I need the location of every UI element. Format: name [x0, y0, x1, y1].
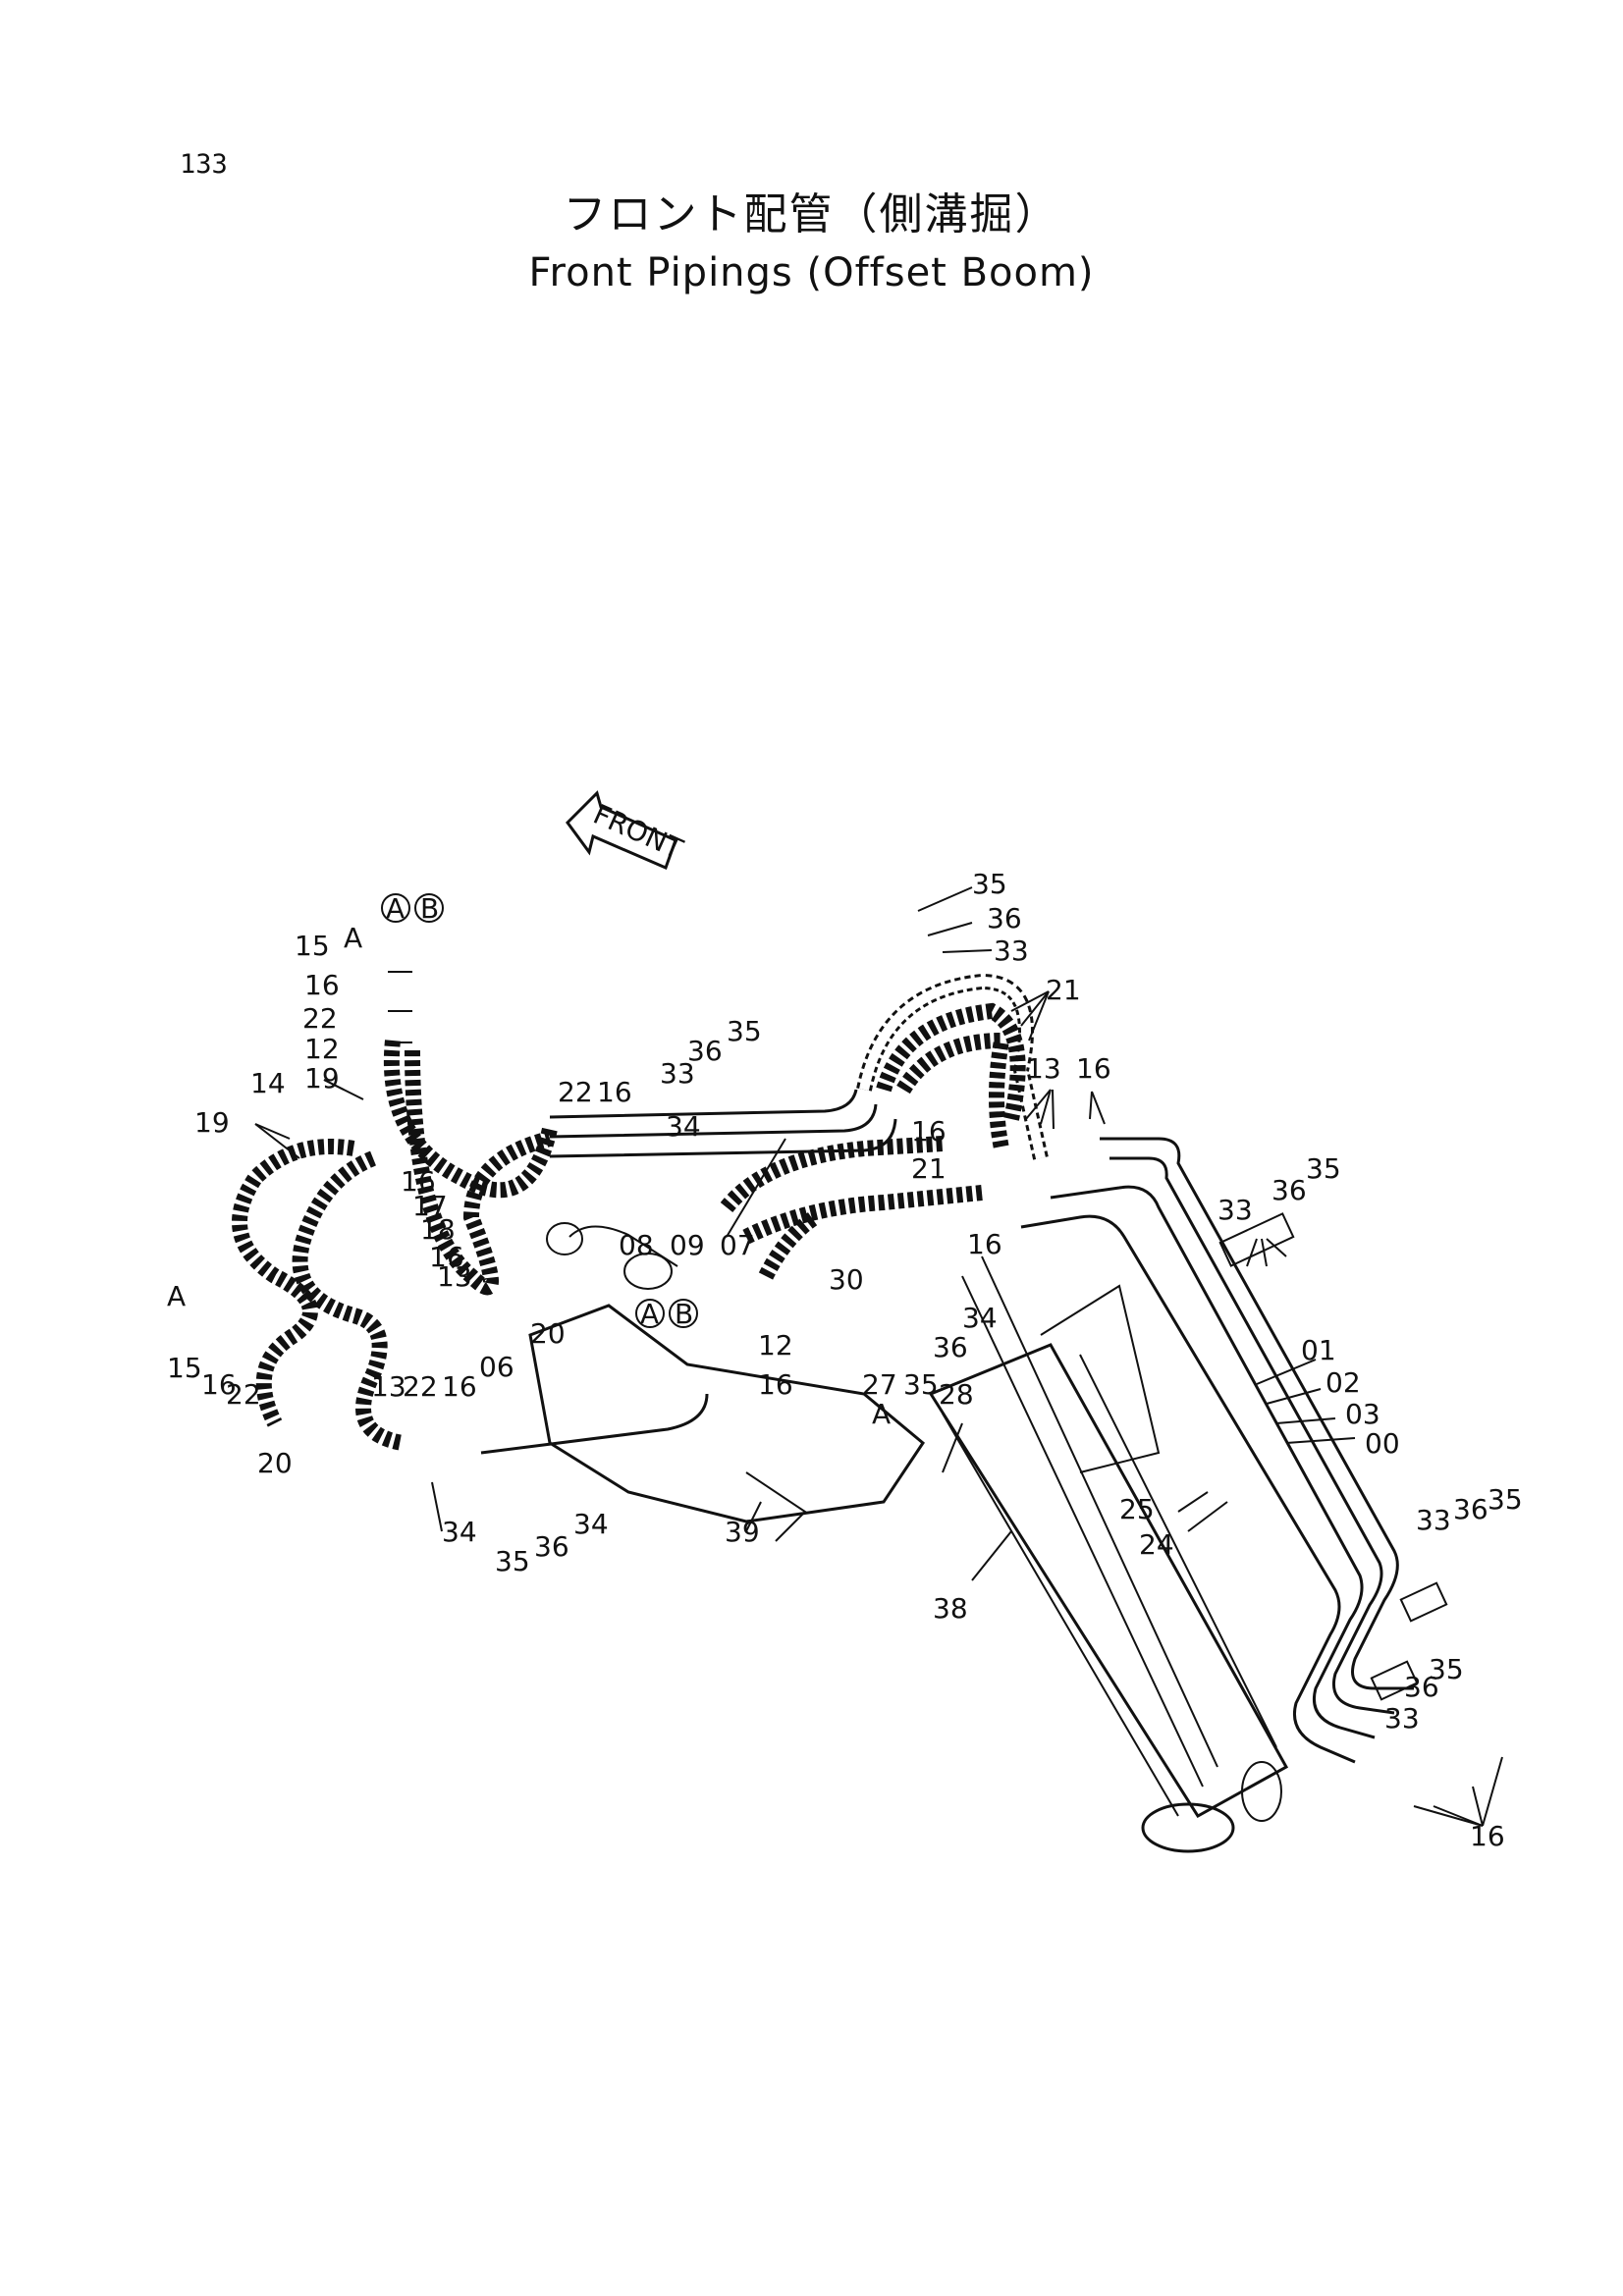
upper-structure-outline: [528, 1222, 925, 1542]
callout-label: 03: [1345, 1398, 1380, 1430]
callout-label: 01: [1301, 1334, 1336, 1366]
callout-label: 38: [933, 1592, 968, 1625]
callout-label: 22: [226, 1378, 261, 1411]
callout-labels: 35 36 33 21 13 16 35 36 33 34 22 16 16 2…: [167, 868, 1523, 1852]
page-title-english: Front Pipings (Offset Boom): [528, 250, 1095, 295]
callout-label: A: [167, 1280, 186, 1312]
callout-label: 06: [479, 1351, 514, 1383]
callout-label: 20: [257, 1447, 293, 1479]
callout-label: A: [872, 1398, 891, 1430]
circle-marker-a-mid: A: [635, 1298, 665, 1330]
callout-label: 16: [304, 969, 340, 1001]
callout-label: 19: [194, 1106, 230, 1139]
callout-label: 34: [666, 1110, 701, 1143]
callout-label: 16: [201, 1368, 237, 1401]
callout-label: A: [344, 922, 362, 954]
callout-label: 33: [994, 934, 1029, 967]
callout-label: 34: [573, 1508, 609, 1540]
circle-marker-b-mid: B: [669, 1298, 698, 1330]
callout-label: 09: [670, 1229, 705, 1261]
callout-label: 36: [1404, 1671, 1439, 1703]
callout-label: 33: [1384, 1702, 1420, 1735]
callout-label: 36: [1453, 1493, 1488, 1525]
callout-label: 00: [1365, 1427, 1400, 1460]
callout-label: 16: [911, 1115, 947, 1148]
page-title-japanese: フロント配管（側溝掘）: [563, 189, 1060, 240]
callout-label: 22: [403, 1370, 438, 1403]
callout-label: 24: [1139, 1528, 1174, 1561]
callout-label: 35: [727, 1015, 762, 1047]
callout-label: 36: [1271, 1174, 1307, 1206]
callout-label: 36: [534, 1530, 569, 1563]
callout-label: 33: [660, 1057, 695, 1090]
callout-label: 16: [597, 1076, 632, 1108]
callout-label: 34: [442, 1516, 477, 1548]
front-arrow-icon: FRONT: [566, 790, 688, 871]
callout-label: 15: [295, 930, 330, 962]
callout-label: 30: [829, 1263, 864, 1296]
callout-label: 15: [167, 1352, 202, 1384]
callout-label: 07: [720, 1229, 755, 1261]
callout-label: 13: [1026, 1052, 1061, 1085]
callout-label: 27: [862, 1368, 897, 1401]
callout-label: 21: [911, 1152, 947, 1185]
callout-label: 16: [967, 1228, 1002, 1260]
callout-label: 20: [530, 1317, 566, 1350]
title-block: フロント配管（側溝掘） Front Pipings (Offset Boom): [0, 185, 1623, 300]
circle-marker-b-top: B: [414, 892, 444, 925]
callout-label: 28: [939, 1378, 974, 1411]
callout-label: 13: [371, 1370, 406, 1403]
circle-marker-label: B: [675, 1298, 693, 1330]
callout-label: 16: [401, 1165, 436, 1198]
callout-label: 16: [1076, 1052, 1111, 1085]
callout-label: 16: [1470, 1820, 1505, 1852]
callout-label: 16: [758, 1368, 793, 1401]
circle-marker-label: A: [386, 892, 405, 925]
callout-label: 36: [987, 902, 1022, 934]
callout-label: 35: [1306, 1152, 1341, 1185]
callout-label: 33: [1217, 1194, 1253, 1226]
callout-label: 36: [687, 1035, 723, 1067]
callout-label: 25: [1119, 1493, 1155, 1525]
callout-label: 22: [558, 1076, 593, 1108]
top-hoses: [856, 973, 1049, 1160]
circle-marker-label: A: [640, 1298, 659, 1330]
callout-label: 36: [933, 1331, 968, 1363]
left-hoses: [232, 1040, 983, 1451]
callout-label: 02: [1325, 1366, 1361, 1399]
callout-label: 22: [302, 1002, 338, 1035]
callout-label: 16: [429, 1241, 464, 1273]
callout-label: 19: [304, 1062, 340, 1095]
callout-label: 14: [250, 1067, 286, 1099]
middle-pipes: [549, 1089, 897, 1158]
callout-label: 35: [1488, 1483, 1523, 1516]
page-number: 133: [180, 149, 228, 180]
callout-label: 35: [903, 1368, 939, 1401]
callout-label: 17: [412, 1190, 448, 1222]
pipe-06: [480, 1393, 709, 1455]
leader-lines: [254, 886, 1503, 1827]
callout-label: 34: [962, 1302, 998, 1334]
boom-outline: [928, 1284, 1289, 1853]
boom-steel-pipes: [961, 1137, 1448, 1788]
callout-label: 33: [1416, 1504, 1451, 1536]
callout-label: 35: [1429, 1653, 1464, 1685]
circle-marker-label: B: [420, 892, 439, 925]
callout-label: 16: [442, 1370, 477, 1403]
callout-label: 35: [495, 1545, 530, 1577]
callout-label: 12: [304, 1033, 340, 1065]
callout-label: 12: [758, 1329, 793, 1362]
callout-label: 39: [725, 1516, 760, 1548]
callout-label: 18: [420, 1213, 456, 1246]
callout-label: 21: [1046, 974, 1081, 1006]
callout-label: 35: [972, 868, 1007, 900]
circle-marker-a-top: A: [381, 892, 410, 925]
callout-label: 08: [619, 1229, 654, 1261]
callout-label: 13: [437, 1260, 472, 1293]
